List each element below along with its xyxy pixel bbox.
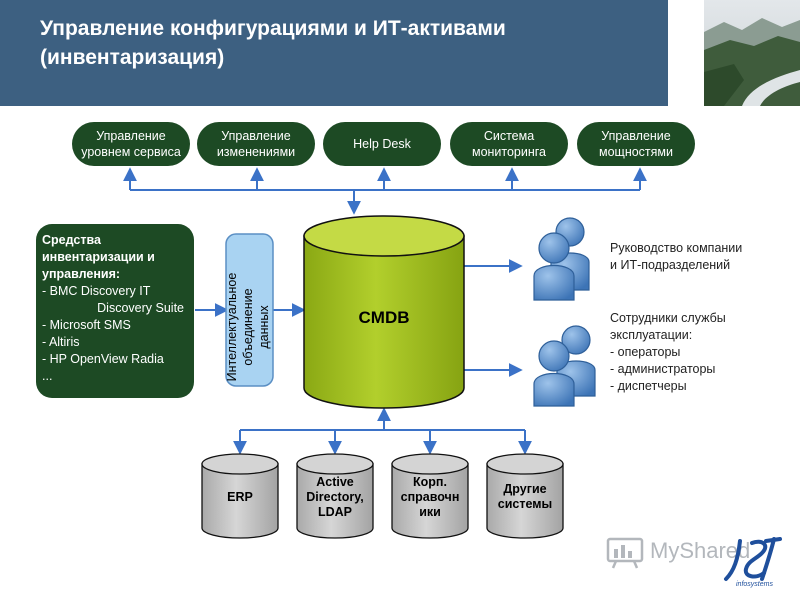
audience-line: и ИТ-подразделений bbox=[610, 258, 731, 272]
process-label: Help Desk bbox=[353, 137, 411, 151]
people-icon bbox=[533, 217, 590, 301]
audience-line: Руководство компании bbox=[610, 241, 743, 255]
source-line: ики bbox=[419, 504, 441, 519]
audience-line: - операторы bbox=[610, 345, 681, 359]
cmdb-label: CMDB bbox=[358, 308, 410, 327]
source-cylinder-ad bbox=[296, 453, 374, 539]
integration-line: данных bbox=[257, 305, 271, 349]
audience-line: - администраторы bbox=[610, 362, 716, 376]
source-cylinder-other bbox=[486, 453, 564, 539]
integration-label: Интеллектуальное объединение данных bbox=[221, 269, 275, 385]
integration-box bbox=[225, 233, 274, 387]
tools-item: Discovery Suite bbox=[97, 301, 184, 315]
source-cylinder-directory bbox=[391, 453, 469, 539]
inventory-tools-box: Средства инвентаризации и управления: - … bbox=[36, 224, 194, 398]
source-label-ad: Active Directory, LDAP bbox=[299, 466, 371, 528]
source-line: Другие bbox=[503, 482, 547, 496]
process-label: изменениями bbox=[216, 145, 296, 159]
tools-item: - Microsoft SMS bbox=[42, 318, 131, 332]
process-label: уровнем сервиса bbox=[81, 145, 181, 159]
logo-subtitle: infosystems bbox=[736, 581, 773, 588]
process-label: Управление bbox=[221, 129, 291, 143]
source-label-directory: Корп. справочн ики bbox=[394, 466, 466, 528]
top-connector bbox=[123, 167, 647, 215]
tools-item: - BMC Discovery IT bbox=[42, 284, 151, 298]
tools-item: ... bbox=[42, 369, 53, 383]
header-banner: Управление конфигурациями и ИТ-активами … bbox=[0, 0, 668, 106]
audience-line: Сотрудники службы bbox=[610, 311, 726, 325]
process-box-change: Управление изменениями bbox=[197, 122, 315, 166]
cmdb-cylinder bbox=[303, 215, 465, 409]
people-icon bbox=[533, 325, 596, 407]
process-box-sla: Управление уровнем сервиса bbox=[72, 122, 190, 166]
process-label: мониторинга bbox=[471, 145, 547, 159]
tools-heading: Средства bbox=[42, 233, 101, 247]
audience-line: эксплуатации: bbox=[610, 328, 693, 342]
bottom-connector bbox=[233, 407, 532, 455]
source-line: LDAP bbox=[317, 504, 353, 519]
source-line: Directory, bbox=[306, 489, 364, 504]
tools-heading: инвентаризации и bbox=[42, 250, 155, 264]
source-line: Active bbox=[316, 474, 354, 489]
source-label-erp: ERP bbox=[204, 466, 276, 528]
landscape-photo bbox=[704, 0, 800, 106]
title-line-1: Управление конфигурациями и ИТ-активами bbox=[40, 17, 506, 40]
audience-management: Руководство компании и ИТ-подразделений bbox=[610, 240, 742, 274]
jet-logo-icon bbox=[724, 537, 782, 581]
process-label: Управление bbox=[96, 129, 166, 143]
source-line: справочн bbox=[400, 489, 460, 504]
process-label: мощностями bbox=[598, 145, 673, 159]
chart-icon bbox=[606, 537, 644, 569]
source-label-other: Другие системы bbox=[489, 466, 561, 528]
source-line: ERP bbox=[227, 489, 253, 504]
integration-line: Интеллектуальное bbox=[225, 272, 239, 382]
audience-operations: Сотрудники службы эксплуатации: - операт… bbox=[610, 310, 726, 395]
title-line-2: (инвентаризация) bbox=[40, 46, 225, 69]
process-box-helpdesk: Help Desk bbox=[323, 122, 441, 166]
process-box-monitoring: Система мониторинга bbox=[450, 122, 568, 166]
audience-line: - диспетчеры bbox=[610, 379, 687, 393]
tools-item: - HP OpenView Radia bbox=[42, 352, 164, 366]
tools-heading: управления: bbox=[42, 267, 121, 281]
source-cylinder-erp bbox=[201, 453, 279, 539]
process-box-capacity: Управление мощностями bbox=[577, 122, 695, 166]
watermark-text: MyShared bbox=[650, 538, 751, 563]
tools-item: - Altiris bbox=[42, 335, 80, 349]
page-title: Управление конфигурациями и ИТ-активами … bbox=[40, 14, 660, 72]
process-label: Управление bbox=[601, 129, 671, 143]
process-label: Система bbox=[483, 129, 535, 143]
right-connector bbox=[463, 259, 523, 377]
integration-line: объединение bbox=[241, 288, 255, 366]
source-line: системы bbox=[497, 497, 553, 511]
source-line: Корп. bbox=[413, 474, 447, 489]
